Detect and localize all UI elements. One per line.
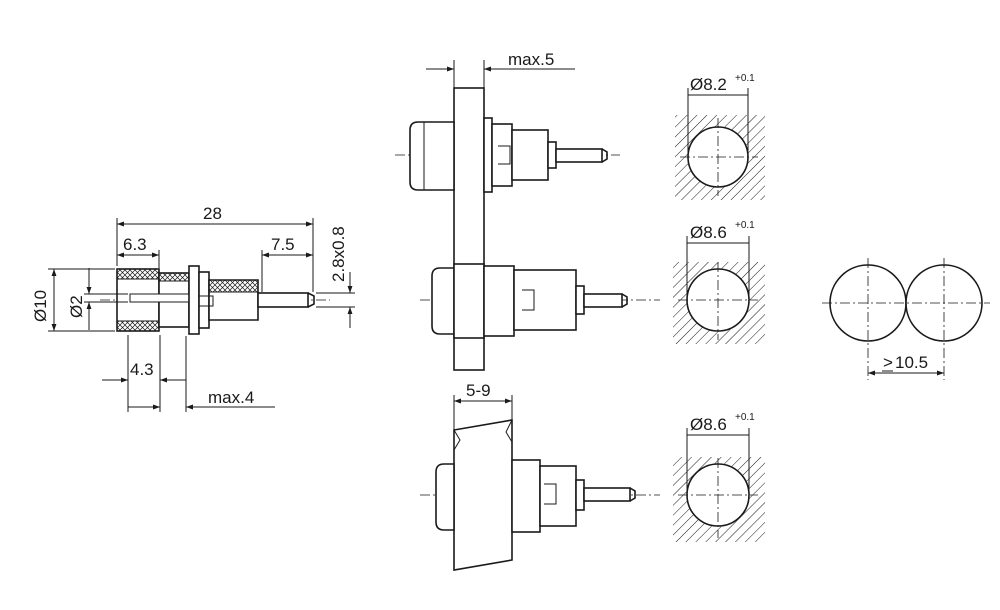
tab-size-label: 2.8x0.8: [329, 226, 348, 282]
side-view-dimensions: [48, 218, 355, 412]
hole-1-tolerance: +0.1: [735, 73, 755, 84]
hole-cutout-2: Ø8.6 +0.1: [673, 220, 765, 344]
hole-cutout-3: Ø8.6 +0.1: [673, 412, 765, 542]
hole-3-diameter: Ø8.6: [690, 415, 727, 434]
outer-diameter-label: Ø10: [31, 290, 50, 322]
panel-max-label: max.4: [208, 388, 254, 407]
panel-view-mid: [420, 263, 660, 339]
panel-range-label: 5-9: [466, 381, 491, 400]
inner-diameter-label: Ø2: [67, 295, 86, 318]
hole-2-tolerance: +0.1: [735, 220, 755, 231]
front-length-label: 6.3: [123, 235, 147, 254]
hole-cutout-1: Ø8.2 +0.1: [675, 73, 765, 200]
overall-length-label: 28: [203, 204, 222, 223]
panel-range-dimension: 5-9: [453, 381, 513, 430]
flange-width-label: 4.3: [130, 360, 154, 379]
hole-3-tolerance: +0.1: [735, 412, 755, 423]
panel-view-thick: [420, 419, 660, 571]
tab-length-label: 7.5: [271, 235, 295, 254]
panel-max-5-label: max.5: [508, 50, 554, 69]
spacing-view: > 10.5: [822, 258, 990, 380]
spacing-value: 10.5: [895, 353, 928, 372]
hole-2-diameter: Ø8.6: [690, 223, 727, 242]
panel-max-dimension: max.5: [426, 50, 575, 88]
side-view-labels: 28 6.3 7.5 2.8x0.8 Ø10 Ø2 4.3 max.4: [31, 204, 348, 407]
side-section-view: [100, 265, 330, 335]
spacing-relation: >: [883, 353, 893, 372]
hole-1-diameter: Ø8.2: [690, 75, 727, 94]
